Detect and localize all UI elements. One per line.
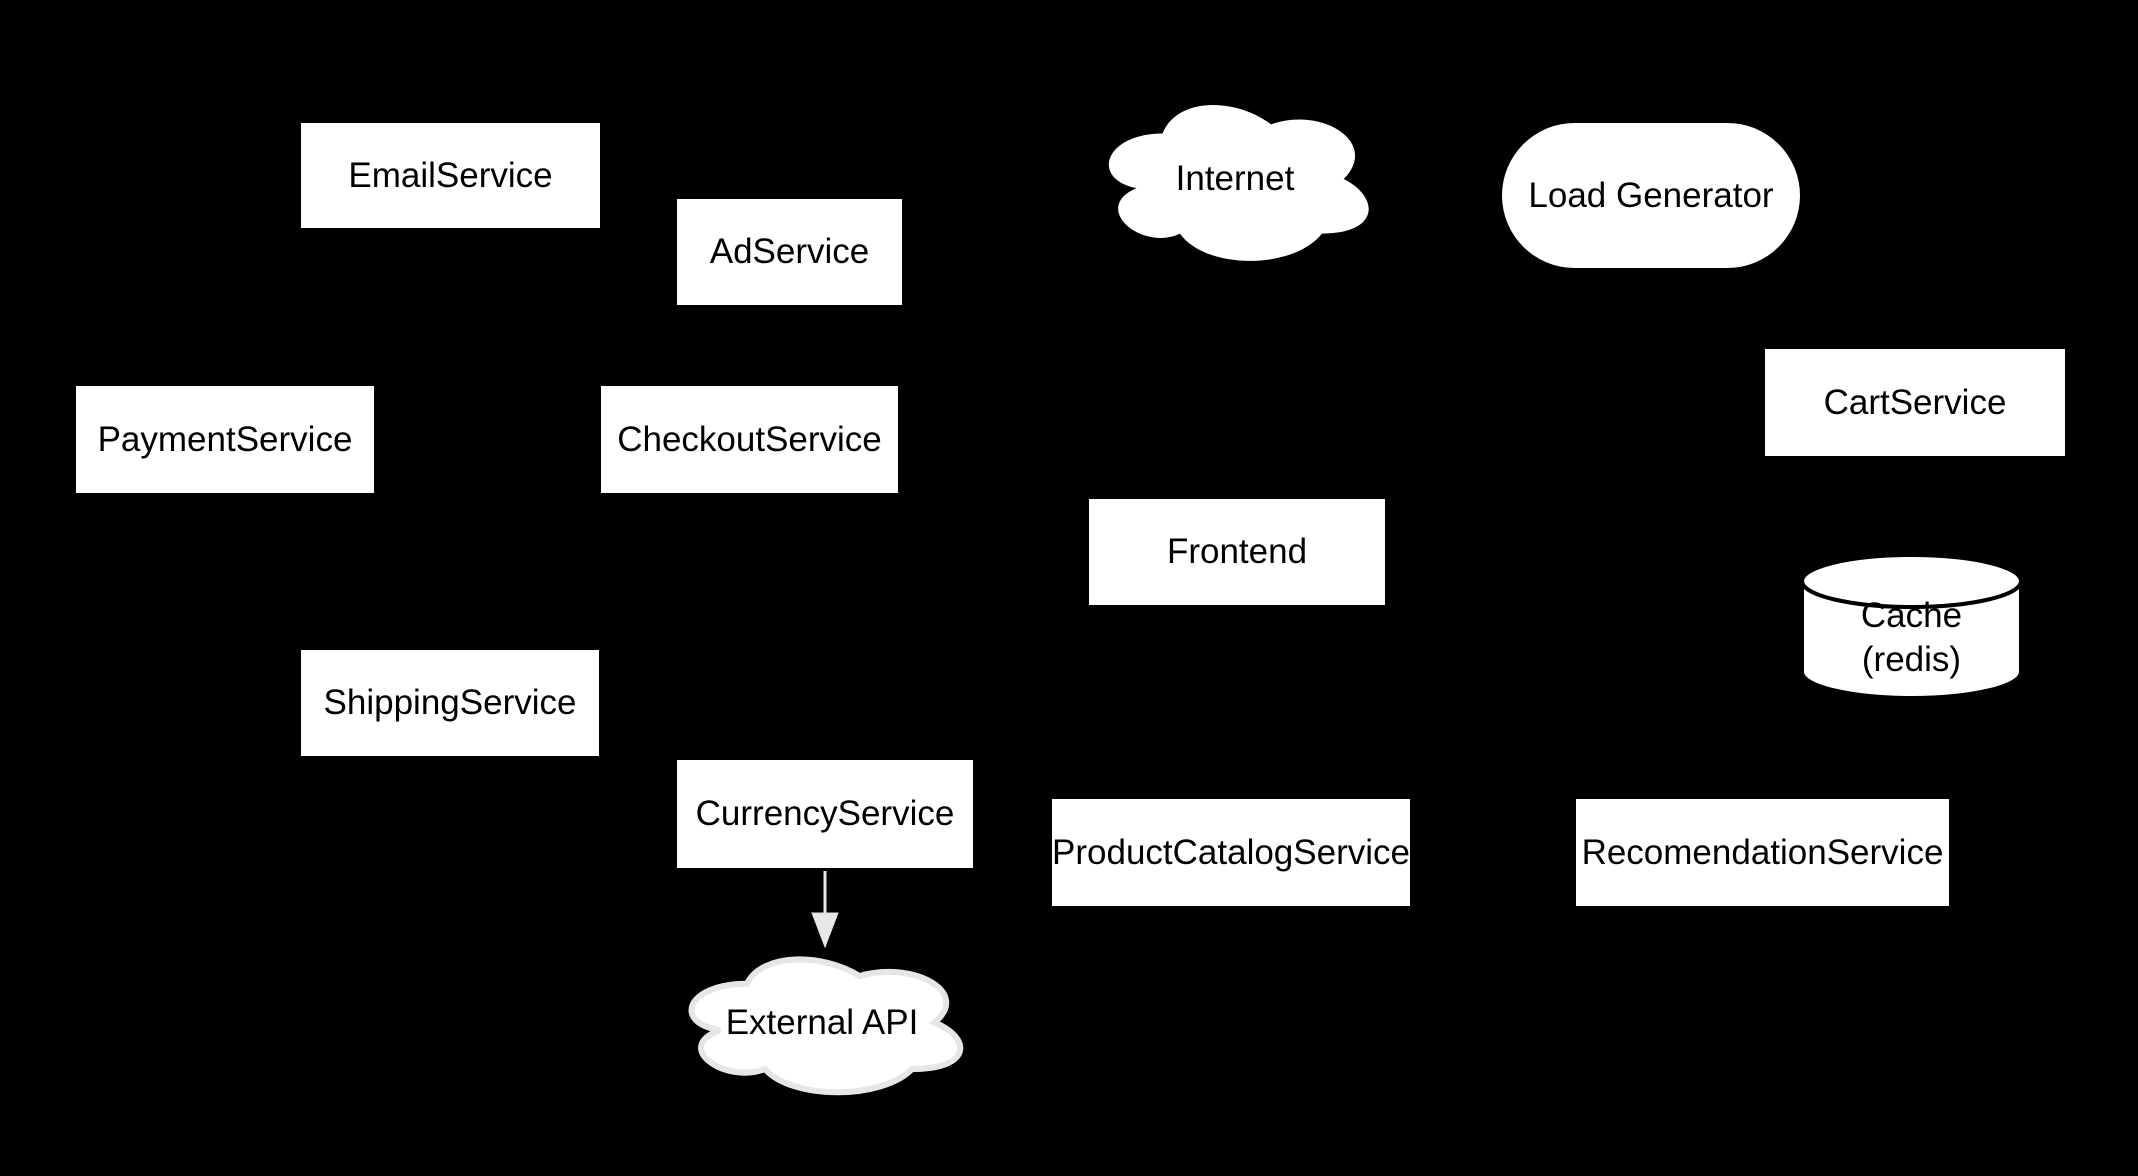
node-load-generator[interactable]: Load Generator — [1502, 123, 1800, 268]
node-label: Frontend — [1166, 532, 1308, 572]
cloud-icon — [672, 945, 972, 1100]
node-payment-service[interactable]: PaymentService — [76, 386, 374, 493]
node-cache-redis[interactable]: Cache (redis) — [1800, 553, 2023, 700]
node-label: External API — [725, 1002, 919, 1042]
cloud-icon — [1108, 104, 1369, 261]
node-email-service[interactable]: EmailService — [301, 123, 600, 228]
node-cart-service[interactable]: CartService — [1765, 349, 2065, 456]
node-label: CheckoutService — [617, 419, 882, 459]
node-sublabel: (redis) — [1861, 639, 1962, 679]
node-ad-service[interactable]: AdService — [677, 199, 902, 305]
node-label: EmailService — [348, 155, 553, 195]
arrowhead-icon — [811, 912, 839, 949]
node-label: CurrencyService — [695, 794, 955, 834]
node-recomendation-service[interactable]: RecomendationService — [1576, 799, 1949, 906]
node-label-group: Cache (redis) — [1861, 572, 1962, 682]
node-label: ShippingService — [323, 683, 577, 723]
edge-currency-service-to-external-api[interactable] — [800, 866, 850, 951]
node-frontend[interactable]: Frontend — [1089, 499, 1385, 605]
node-label: Cache — [1860, 595, 1963, 635]
node-internet[interactable]: Internet — [1090, 88, 1380, 270]
database-cylinder-icon — [1800, 553, 2023, 700]
node-checkout-service[interactable]: CheckoutService — [601, 386, 898, 493]
node-currency-service[interactable]: CurrencyService — [677, 760, 973, 868]
node-product-catalog-service[interactable]: ProductCatalogService — [1052, 799, 1410, 906]
node-external-api[interactable]: External API — [672, 945, 972, 1100]
node-label: ProductCatalogService — [1052, 832, 1410, 872]
node-label: PaymentService — [97, 419, 353, 459]
node-label: RecomendationService — [1581, 832, 1944, 872]
node-label: Load Generator — [1528, 175, 1774, 215]
node-label: Internet — [1175, 159, 1295, 199]
node-shipping-service[interactable]: ShippingService — [301, 650, 599, 756]
node-label: AdService — [709, 232, 870, 272]
node-label: CartService — [1823, 382, 2007, 422]
